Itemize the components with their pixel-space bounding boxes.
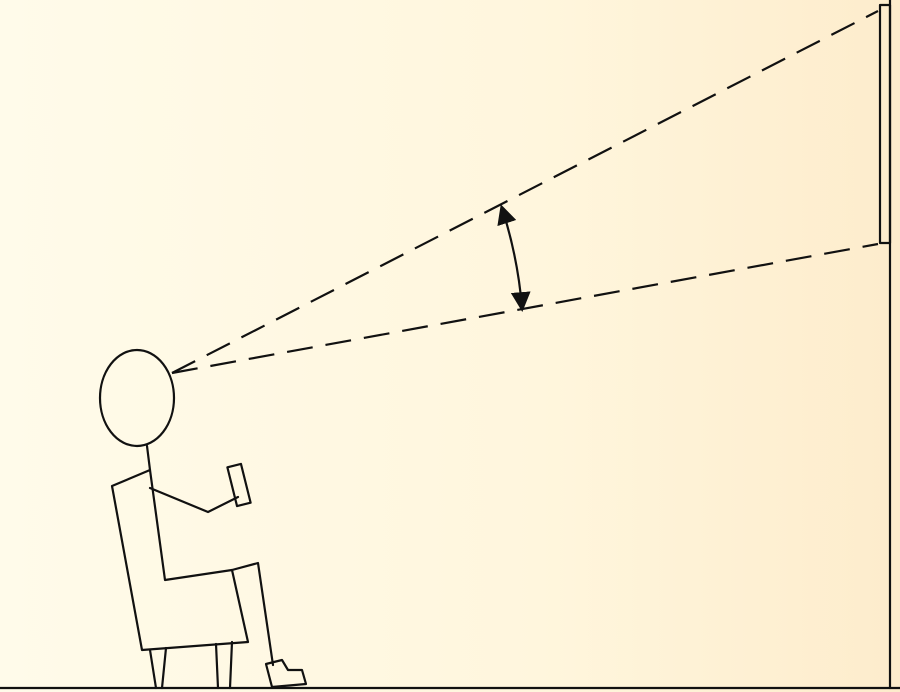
- background: [0, 0, 900, 692]
- viewing-angle-diagram: [0, 0, 900, 692]
